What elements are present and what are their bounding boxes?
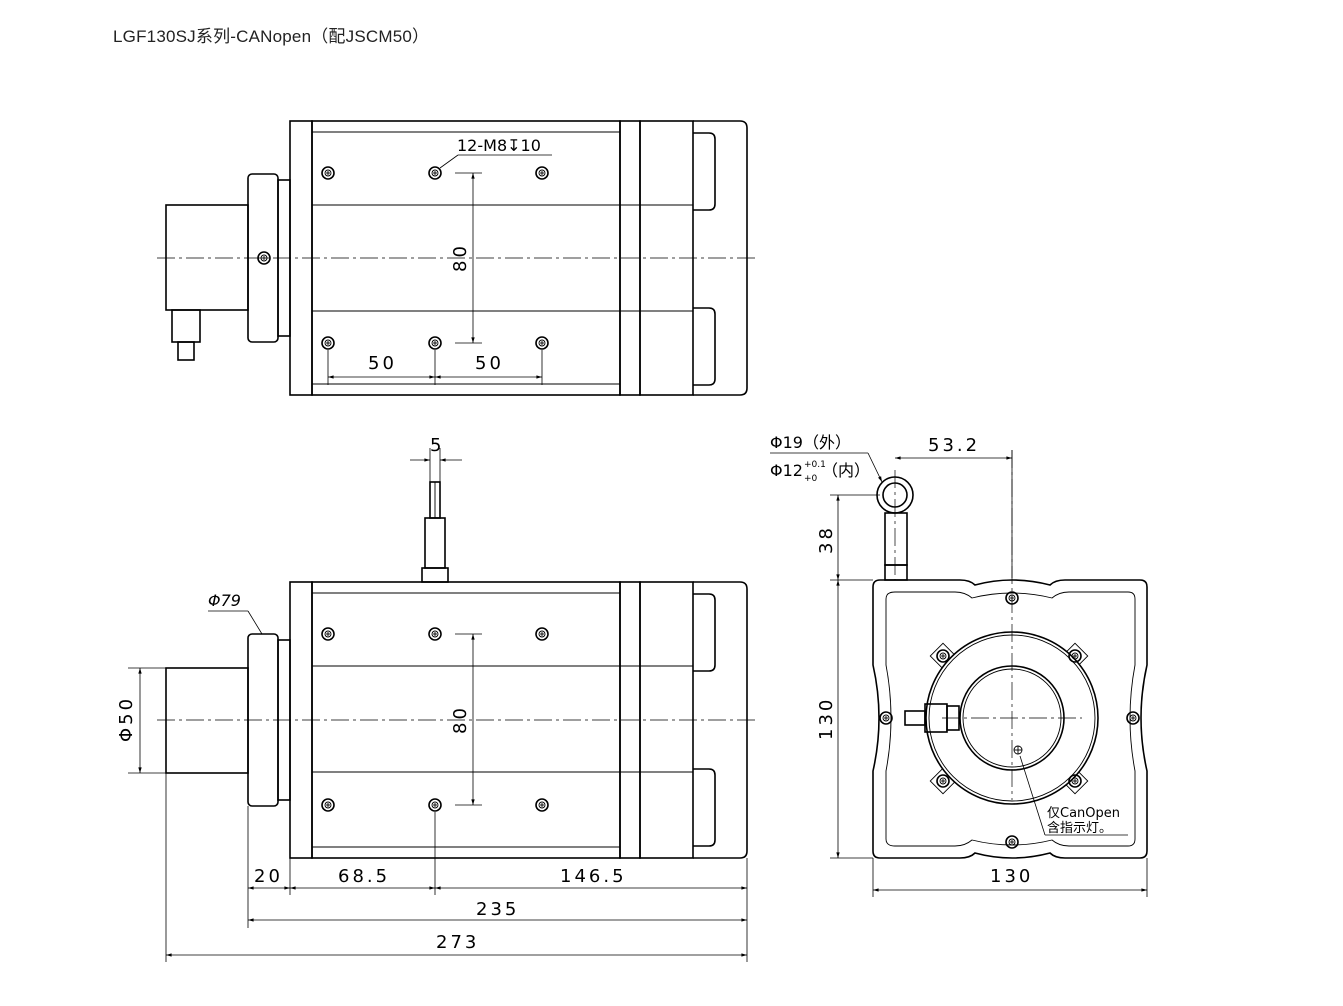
eyelet-inner-suffix: （内） <box>822 461 870 480</box>
note-line-1: 仅CanOpen <box>1047 806 1120 821</box>
note-line-2: 含指示灯。 <box>1047 820 1112 836</box>
side-dim-height-130: 130 <box>816 697 837 740</box>
dim-38: 38 <box>816 525 837 554</box>
dim-273: 273 <box>436 932 479 953</box>
dim-wire-5: 5 <box>430 435 444 456</box>
dim-encoder-dia: Φ50 <box>116 696 137 742</box>
front-view: 5 Φ79 80 Φ50 20 68.5 146.5 235 273 <box>116 435 757 962</box>
dim-flange-dia: Φ79 <box>208 591 241 610</box>
dim-53-2: 53.2 <box>928 435 980 456</box>
dim-68-5: 68.5 <box>338 866 390 887</box>
tol-lower: +0 <box>804 474 818 484</box>
eyelet-inner-base: Φ12 <box>770 461 803 480</box>
dim-146-5: 146.5 <box>560 866 627 887</box>
tol-upper: +0.1 <box>804 460 826 470</box>
top-dim-80: 80 <box>450 243 471 272</box>
side-view: 仅CanOpen 含指示灯。 Φ19（外） Φ12 +0.1 +0 （内） 53… <box>770 433 1148 897</box>
side-dim-width-130: 130 <box>990 866 1033 887</box>
top-view: 80 12-M8↧10 50 50 <box>157 120 757 396</box>
dim-20: 20 <box>254 866 283 887</box>
front-dim-80: 80 <box>450 705 471 734</box>
thread-callout: 12-M8↧10 <box>457 136 541 155</box>
dim-235: 235 <box>476 899 519 920</box>
eyelet-outer-dia: Φ19（外） <box>770 433 851 452</box>
drawing-title: LGF130SJ系列-CANopen（配JSCM50） <box>113 27 430 46</box>
eyelet-inner-dia: Φ12 <box>770 461 803 480</box>
top-dim-50-left: 50 <box>368 353 397 374</box>
top-dim-50-right: 50 <box>475 353 504 374</box>
